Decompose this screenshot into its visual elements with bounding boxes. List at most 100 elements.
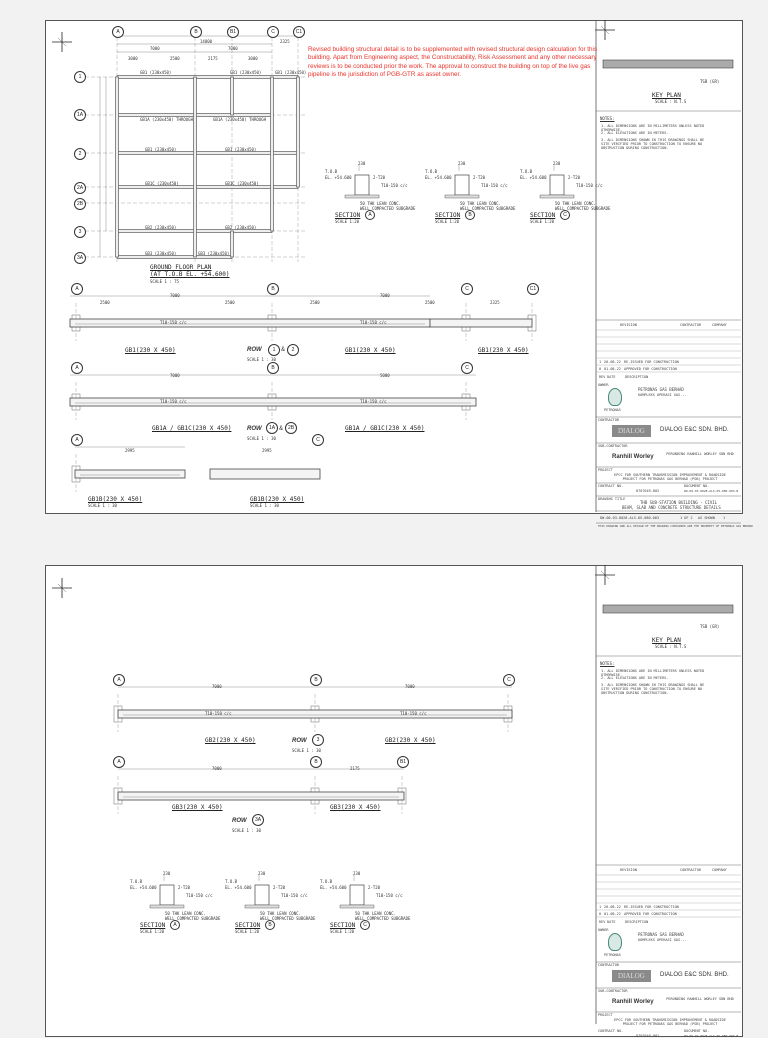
- grid-bubble: A: [113, 674, 125, 686]
- note-item: 2. ALL ELEVATIONS ARE IN METERS.: [601, 131, 669, 135]
- grid-bubble-2a: 2A: [74, 182, 86, 194]
- drawing-title-label: DRAWING TITLE: [598, 497, 626, 501]
- section-scale: SCALE 1:20: [140, 929, 165, 934]
- section-subgrade-label: WELL COMPACTED SUBGRADE: [460, 206, 516, 211]
- beam-elevation: [117, 709, 513, 719]
- plan-beam: [296, 76, 300, 188]
- owner-name: PETRONAS GAS BERHAD: [638, 387, 684, 392]
- revision-no: 1: [599, 360, 602, 364]
- sheet-no: 1 OF 2: [680, 516, 693, 520]
- stirrup-label: T10-150 c/c: [160, 399, 187, 404]
- section-subgrade-label: WELL COMPACTED SUBGRADE: [165, 916, 221, 921]
- stirrup-label: T10-150 c/c: [160, 320, 187, 325]
- revision-date: 26-08-22: [604, 360, 621, 364]
- ranhill-worley-logo: Ranhill Worley: [612, 999, 654, 1005]
- section-bar-label: 2-T20: [373, 175, 386, 180]
- span-dim: 2995: [262, 448, 272, 453]
- grid-bubble: B1: [397, 756, 409, 768]
- grid-bubble: C: [503, 674, 515, 686]
- plan-dim: 2175: [208, 56, 218, 61]
- grid-bubble-b1: B1: [227, 26, 239, 38]
- span-dim: 7000: [212, 684, 222, 689]
- subcontractor-label: SUB-CONTRACTOR: [598, 989, 628, 993]
- grid-bubble: C: [312, 434, 324, 446]
- key-plan-tag: TSB (GR): [700, 79, 720, 84]
- row-scale: SCALE 1 : 30: [88, 503, 117, 508]
- row-bubble: 1A: [266, 422, 278, 434]
- plan-beam-label: GB2 (230x450): [225, 225, 257, 230]
- note-item: 1. ALL DIMENSIONS ARE IN MILLIMETERS UNL…: [601, 669, 705, 677]
- grid-bubble: B: [310, 756, 322, 768]
- section-beam: [454, 174, 470, 196]
- grid-bubble-1a: 1A: [74, 109, 86, 121]
- section-width-dim: 230: [163, 871, 171, 876]
- grid-bubble-2b: 2B: [74, 198, 86, 210]
- section-tob-label: T.O.B: [320, 879, 333, 884]
- row-bubble: 2: [287, 344, 299, 356]
- revision-col-header: DATE: [607, 375, 616, 379]
- section-width-dim: 230: [258, 871, 266, 876]
- section-beam: [549, 174, 565, 196]
- note-item: 3. ALL DIMENSIONS SHOWN IN THIS DRAWINGS…: [601, 138, 705, 150]
- beam-label: GB1A / GB1C(230 X 450): [345, 425, 425, 432]
- section-bar-label: 2-T20: [568, 175, 581, 180]
- footer-note: THIS DRAWING AND ALL DESIGN OF THE DRAWI…: [598, 524, 753, 528]
- revision-no: 0: [599, 367, 602, 371]
- section-bar-label: 2-T20: [178, 885, 191, 890]
- beam-elevation: [429, 318, 533, 328]
- row-label: ROW: [247, 426, 262, 432]
- plan-beam-label: GB1 (230x450): [275, 70, 307, 75]
- section-id-bubble: A: [170, 920, 180, 930]
- span-dim: 2500: [100, 300, 110, 305]
- note-item: 3. ALL DIMENSIONS SHOWN IN THIS DRAWINGS…: [601, 683, 705, 695]
- section-bar-label: 2-T20: [473, 175, 486, 180]
- plan-dim: 2325: [280, 39, 290, 44]
- section-lean-concrete: [444, 194, 480, 199]
- beam-elevation: [117, 791, 405, 801]
- section-title: SECTION: [335, 212, 361, 219]
- row-scale: SCALE 1 : 30: [247, 357, 276, 362]
- doc-label: DOCUMENT NO.: [684, 1029, 710, 1033]
- revision-header: CONTRACTOR: [680, 868, 702, 872]
- plan-dim: 2500: [170, 56, 180, 61]
- row-scale: SCALE 1 : 30: [232, 828, 261, 833]
- plan-beam: [230, 76, 234, 116]
- petronas-logo: [608, 933, 622, 951]
- section-lean-concrete: [149, 904, 185, 909]
- note-item: 1. ALL DIMENSIONS ARE IN MILLIMETERS UNL…: [601, 124, 705, 132]
- revision-no: 0: [599, 912, 602, 916]
- plan-beam-label: GB2 (230x450): [145, 225, 177, 230]
- plan-dim: 7000: [228, 46, 238, 51]
- plan-beam: [115, 76, 119, 258]
- revision-col-header: REV: [599, 920, 606, 924]
- row-scale: SCALE 1 : 30: [250, 503, 279, 508]
- drawing-ref: DW-00-03-0028-ALS-05-080-003: [600, 516, 660, 520]
- section-blinding-label: 50 THK LEAN CONC.: [360, 201, 401, 206]
- owner-label: OWNER: [598, 928, 609, 932]
- span-dim: 2325: [490, 300, 500, 305]
- owner-address: KOMPLEKS OPERASI GAS...: [638, 393, 687, 397]
- contractor-name: DIALOG E&C SDN. BHD.: [660, 427, 729, 433]
- key-plan-tag: TSB (GR): [700, 624, 720, 629]
- span-dim: 2995: [125, 448, 135, 453]
- revision-header: REVISION: [620, 323, 637, 327]
- span-dim: 7000: [170, 293, 180, 298]
- plan-beam-label: GB1 (230x450): [145, 147, 177, 152]
- revision-header: CONTRACTOR: [680, 323, 702, 327]
- subcontractor-label: SUB-CONTRACTOR: [598, 444, 628, 448]
- notes-title: NOTES:: [600, 661, 615, 666]
- span-dim: 7000: [405, 684, 415, 689]
- stirrup-label: T10-150 c/c: [400, 711, 427, 716]
- contractor-label: CONTRACTOR: [598, 963, 620, 967]
- grid-bubble: A: [113, 756, 125, 768]
- section-el-label: EL. +54.600: [320, 885, 347, 890]
- grid-bubble: B: [267, 283, 279, 295]
- owner-name: PETRONAS GAS BERHAD: [638, 932, 684, 937]
- grid-bubble: C: [461, 362, 473, 374]
- doc-no: DW-00-03-0028-ALS-05-080-003-B: [684, 1034, 739, 1038]
- grid-bubble: C1: [527, 283, 539, 295]
- key-plan-scale: SCALE : N.T.S: [655, 644, 687, 649]
- key-plan-scale: SCALE : N.T.S: [655, 99, 687, 104]
- plan-beam-label: GB1C (230x450): [145, 181, 179, 186]
- contractor-name: DIALOG E&C SDN. BHD.: [660, 972, 729, 978]
